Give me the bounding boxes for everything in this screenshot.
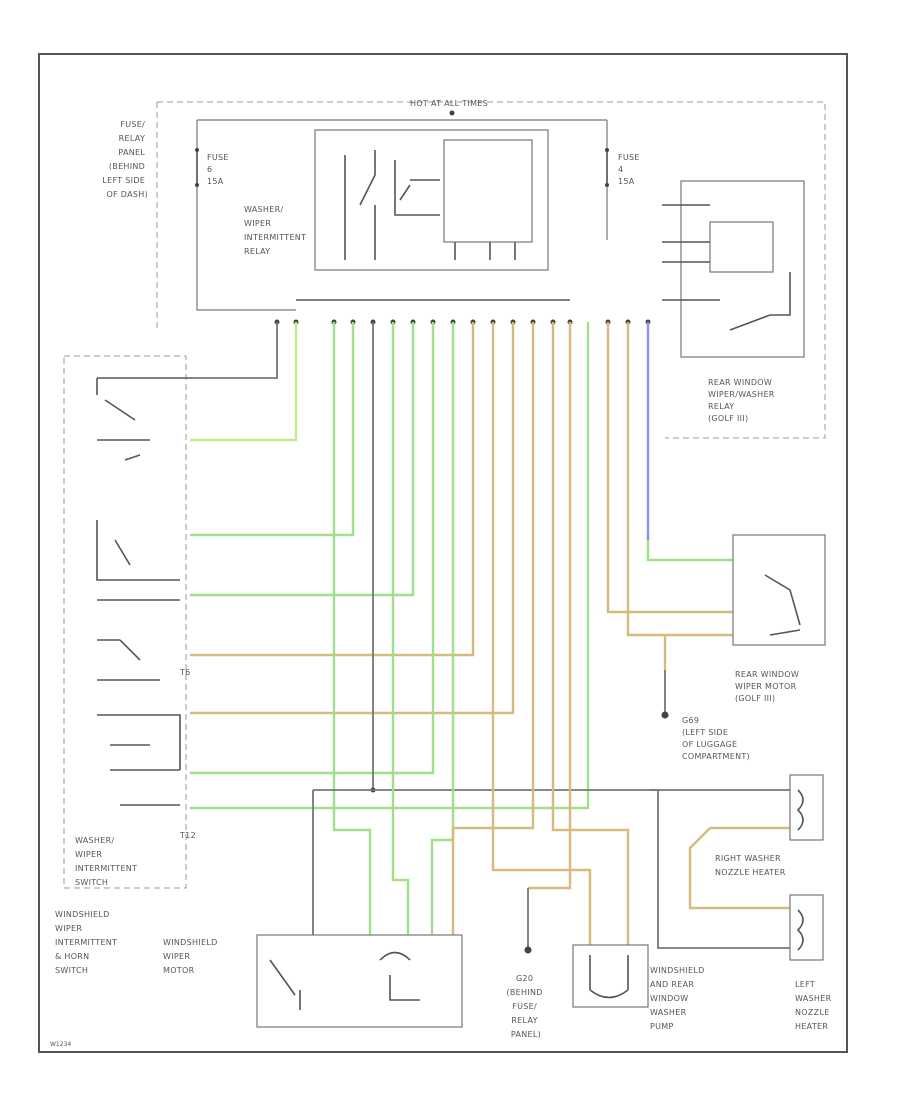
wire-g20-tan xyxy=(528,322,572,890)
intermittent-relay-label: WASHER/ WIPER INTERMITTENT RELAY xyxy=(244,205,309,256)
washer-pump-box xyxy=(572,944,649,1008)
left-heater-element xyxy=(796,909,804,951)
wiper-motor-label: WINDSHIELD WIPER MOTOR xyxy=(163,938,220,975)
wire-panel-to-motor-green-c xyxy=(430,322,455,935)
panel-connector-terminals xyxy=(274,319,651,325)
ground-g69-label: G69 (LEFT SIDE OF LUGGAGE COMPARTMENT) xyxy=(682,716,750,761)
connector-t12-label: T12 xyxy=(179,831,196,840)
wire-panel-to-pump-tan xyxy=(491,322,592,945)
intermittent-switch-boundary xyxy=(63,355,187,889)
ground-g20-symbol xyxy=(524,888,532,954)
washer-pump-internals xyxy=(589,955,629,999)
rear-motor-label: REAR WINDOW WIPER MOTOR (GOLF III) xyxy=(735,670,802,703)
figure-id: W1234 xyxy=(50,1041,71,1048)
rear-window-relay-box xyxy=(680,180,805,358)
wire-rear-motor-tan xyxy=(606,322,733,614)
combo-switch-label: WINDSHIELD WIPER INTERMITTENT & HORN SWI… xyxy=(55,910,120,975)
fuse-6-label: FUSE 6 15A xyxy=(207,153,232,186)
fuse-relay-panel-label: FUSE/ RELAY PANEL (BEHIND LEFT SIDE OF D… xyxy=(102,120,148,199)
rear-relay-label: REAR WINDOW WIPER/WASHER RELAY (GOLF III… xyxy=(708,378,778,423)
connector-t6-label: T6 xyxy=(179,668,191,677)
rear-relay-coil xyxy=(709,221,774,273)
intermittent-switch-label: WASHER/ WIPER INTERMITTENT SWITCH xyxy=(75,836,140,887)
wire-rear-motor-tan-b xyxy=(626,322,733,637)
relay-control-module xyxy=(443,139,533,243)
hot-at-all-times-label: HOT AT ALL TIMES xyxy=(410,99,488,108)
wire-switch-yellow-green xyxy=(190,322,298,442)
wire-heater-tan xyxy=(688,826,790,910)
washer-pump-label: WINDSHIELD AND REAR WINDOW WASHER PUMP xyxy=(650,966,707,1031)
ground-g69-symbol xyxy=(661,711,669,719)
right-heater-element xyxy=(796,789,804,831)
right-heater-label: RIGHT WASHER NOZZLE HEATER xyxy=(715,854,786,877)
wire-switch-green-c xyxy=(190,322,435,775)
switch-internal-contacts xyxy=(96,377,190,806)
wire-switch-to-panel-black xyxy=(190,322,278,379)
wire-panel-to-motor-green-b xyxy=(391,322,410,935)
left-nozzle-heater-box xyxy=(789,894,824,961)
wire-switch-green-d xyxy=(190,322,590,810)
wire-switch-green-a xyxy=(190,322,355,537)
wiper-motor-internals xyxy=(269,951,420,1010)
rear-relay-contacts xyxy=(662,204,791,331)
hot-bus-splice xyxy=(449,110,455,116)
wire-switch-tan-b xyxy=(190,322,515,715)
intermittent-relay-box xyxy=(314,129,549,271)
rear-motor-internals xyxy=(764,574,801,636)
wire-panel-to-motor-green xyxy=(332,322,372,935)
left-heater-label: LEFT WASHER NOZZLE HEATER xyxy=(795,980,834,1031)
ground-g20-label: G20 (BEHIND FUSE/ RELAY PANEL) xyxy=(506,974,545,1039)
rear-wiper-motor-box xyxy=(732,534,826,646)
wire-rear-relay-green xyxy=(646,540,733,562)
right-nozzle-heater-box xyxy=(789,774,824,841)
wire-switch-green-b xyxy=(190,322,415,597)
wiper-motor-box xyxy=(256,934,463,1028)
relay-internal-contacts xyxy=(344,150,516,260)
wire-switch-tan-a xyxy=(190,322,475,657)
diagram-frame xyxy=(38,53,848,1053)
wire-panel-to-pump-tan-b xyxy=(551,322,630,945)
fuse-relay-panel-boundary xyxy=(156,101,826,439)
wire-heater-ground-bus xyxy=(313,789,790,949)
fuse-4-label: FUSE 4 15A xyxy=(618,153,643,186)
